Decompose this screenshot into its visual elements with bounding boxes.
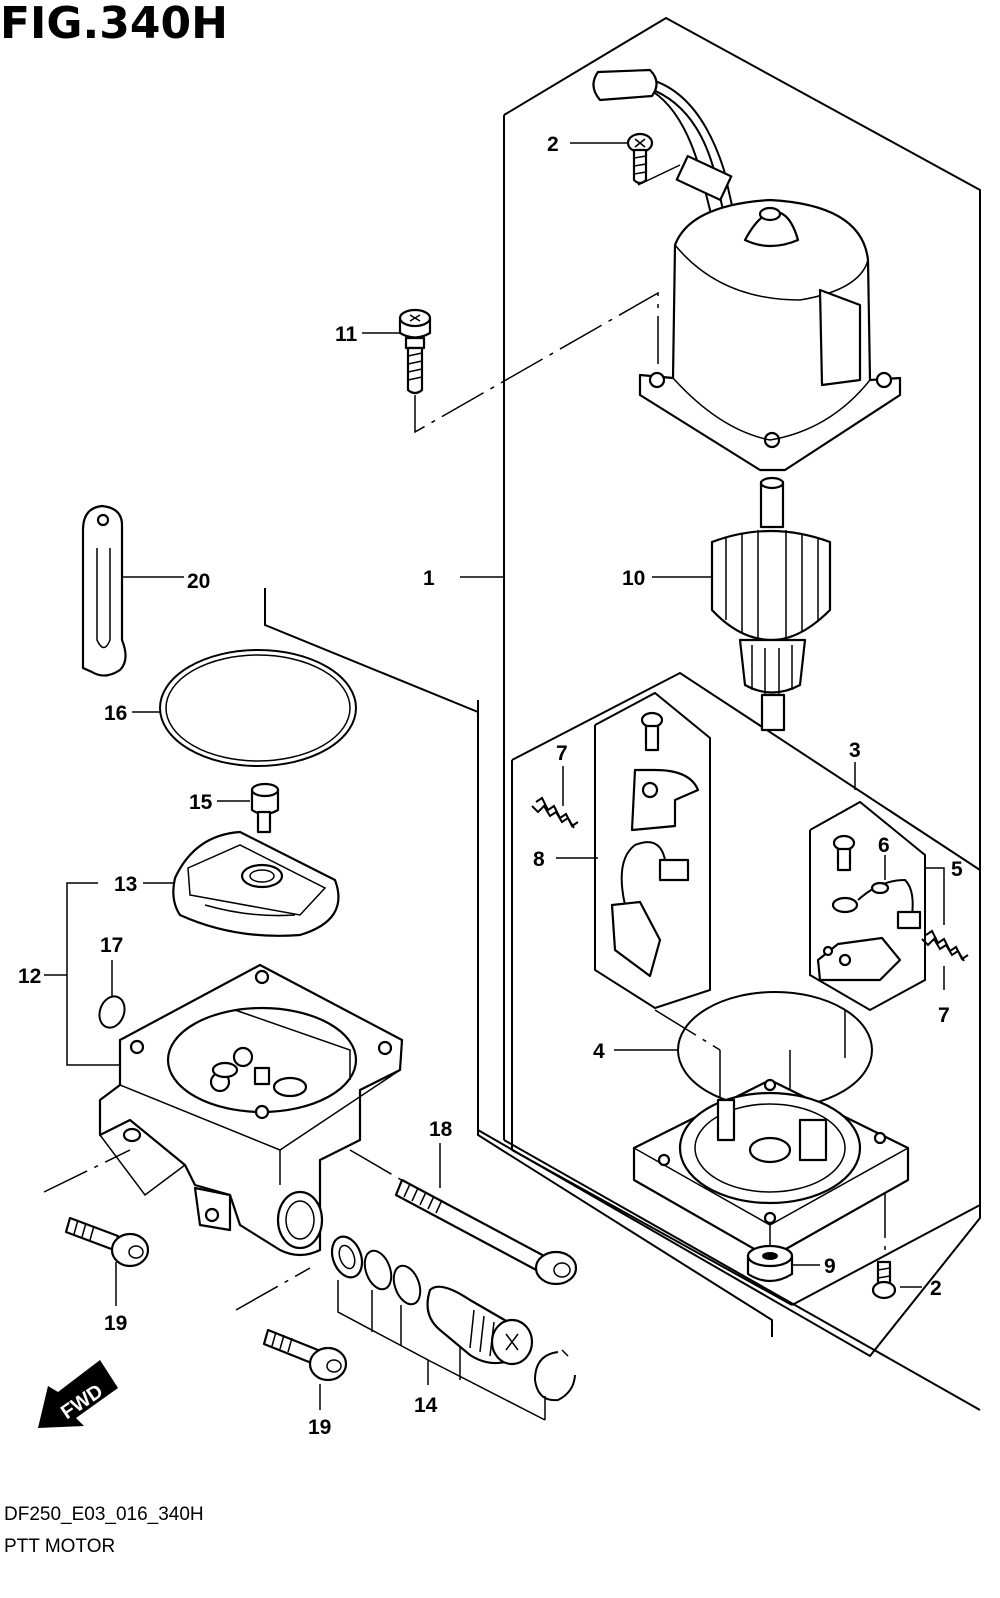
callout-1: 1 [423,567,435,590]
figure-code: DF250_E03_016_340H [4,1504,204,1525]
callout-12: 12 [18,965,41,988]
part-2-screw-lower[interactable] [871,1260,897,1300]
group-3-outline [511,671,981,1306]
part-2-screw-upper[interactable] [626,132,654,185]
figure-title: FIG.340H [0,0,228,49]
callout-3: 3 [849,739,861,762]
callout-13: 13 [114,873,137,896]
group-12-outline [264,588,773,1337]
callout-5: 5 [951,858,963,881]
callout-10: 10 [622,567,645,590]
part-18-bolt[interactable] [394,1178,578,1286]
part-7-spring-right[interactable] [921,929,969,962]
fwd-direction-arrow: FWD [38,1360,118,1428]
callout-18: 18 [429,1118,453,1141]
part-13-plate[interactable] [172,830,340,937]
callout-8: 8 [533,848,545,871]
callout-11: 11 [335,323,358,346]
callout-15: 15 [189,791,213,814]
callout-2-upper: 2 [547,133,559,156]
part-11-bolt[interactable] [398,308,432,395]
part-5-brush-holder[interactable] [816,834,922,982]
callout-2-lower: 2 [930,1277,942,1300]
part-17-o-ring[interactable] [95,993,128,1031]
callout-19-lower: 19 [308,1416,331,1439]
part-12-housing[interactable] [98,963,404,1257]
callout-19-upper: 19 [104,1312,127,1335]
callout-16: 16 [104,702,127,725]
part-15-pin[interactable] [250,782,280,834]
part-6-terminal[interactable] [870,881,890,895]
callout-labels: 1 2 2 3 4 5 6 7 7 8 9 10 11 12 13 14 15 … [18,133,963,1439]
part-8-brush-assembly[interactable] [610,711,700,978]
part-14-valve[interactable] [327,1232,576,1402]
callout-14: 14 [414,1394,438,1417]
callout-7-right: 7 [938,1004,950,1027]
part-1-motor-housing[interactable] [592,68,902,472]
group-8-outline [594,691,711,1010]
group-5-outline [809,800,926,1012]
leader-lines [44,142,945,1421]
callout-7-left: 7 [556,742,568,765]
part-7-spring-left[interactable] [531,796,579,829]
callout-17: 17 [100,934,123,957]
callout-6: 6 [878,834,890,857]
part-19-bolt-upper[interactable] [64,1216,150,1268]
part-3-end-plate[interactable] [632,1078,910,1260]
callout-20: 20 [187,570,210,593]
part-10-armature[interactable] [710,476,832,732]
part-20-strap[interactable] [81,504,127,677]
part-19-bolt-lower[interactable] [262,1328,348,1382]
callout-4: 4 [593,1040,605,1063]
part-16-o-ring[interactable] [159,649,357,767]
callout-9: 9 [824,1255,836,1278]
figure-name: PTT MOTOR [4,1536,116,1557]
part-9-grommet[interactable] [746,1244,794,1283]
